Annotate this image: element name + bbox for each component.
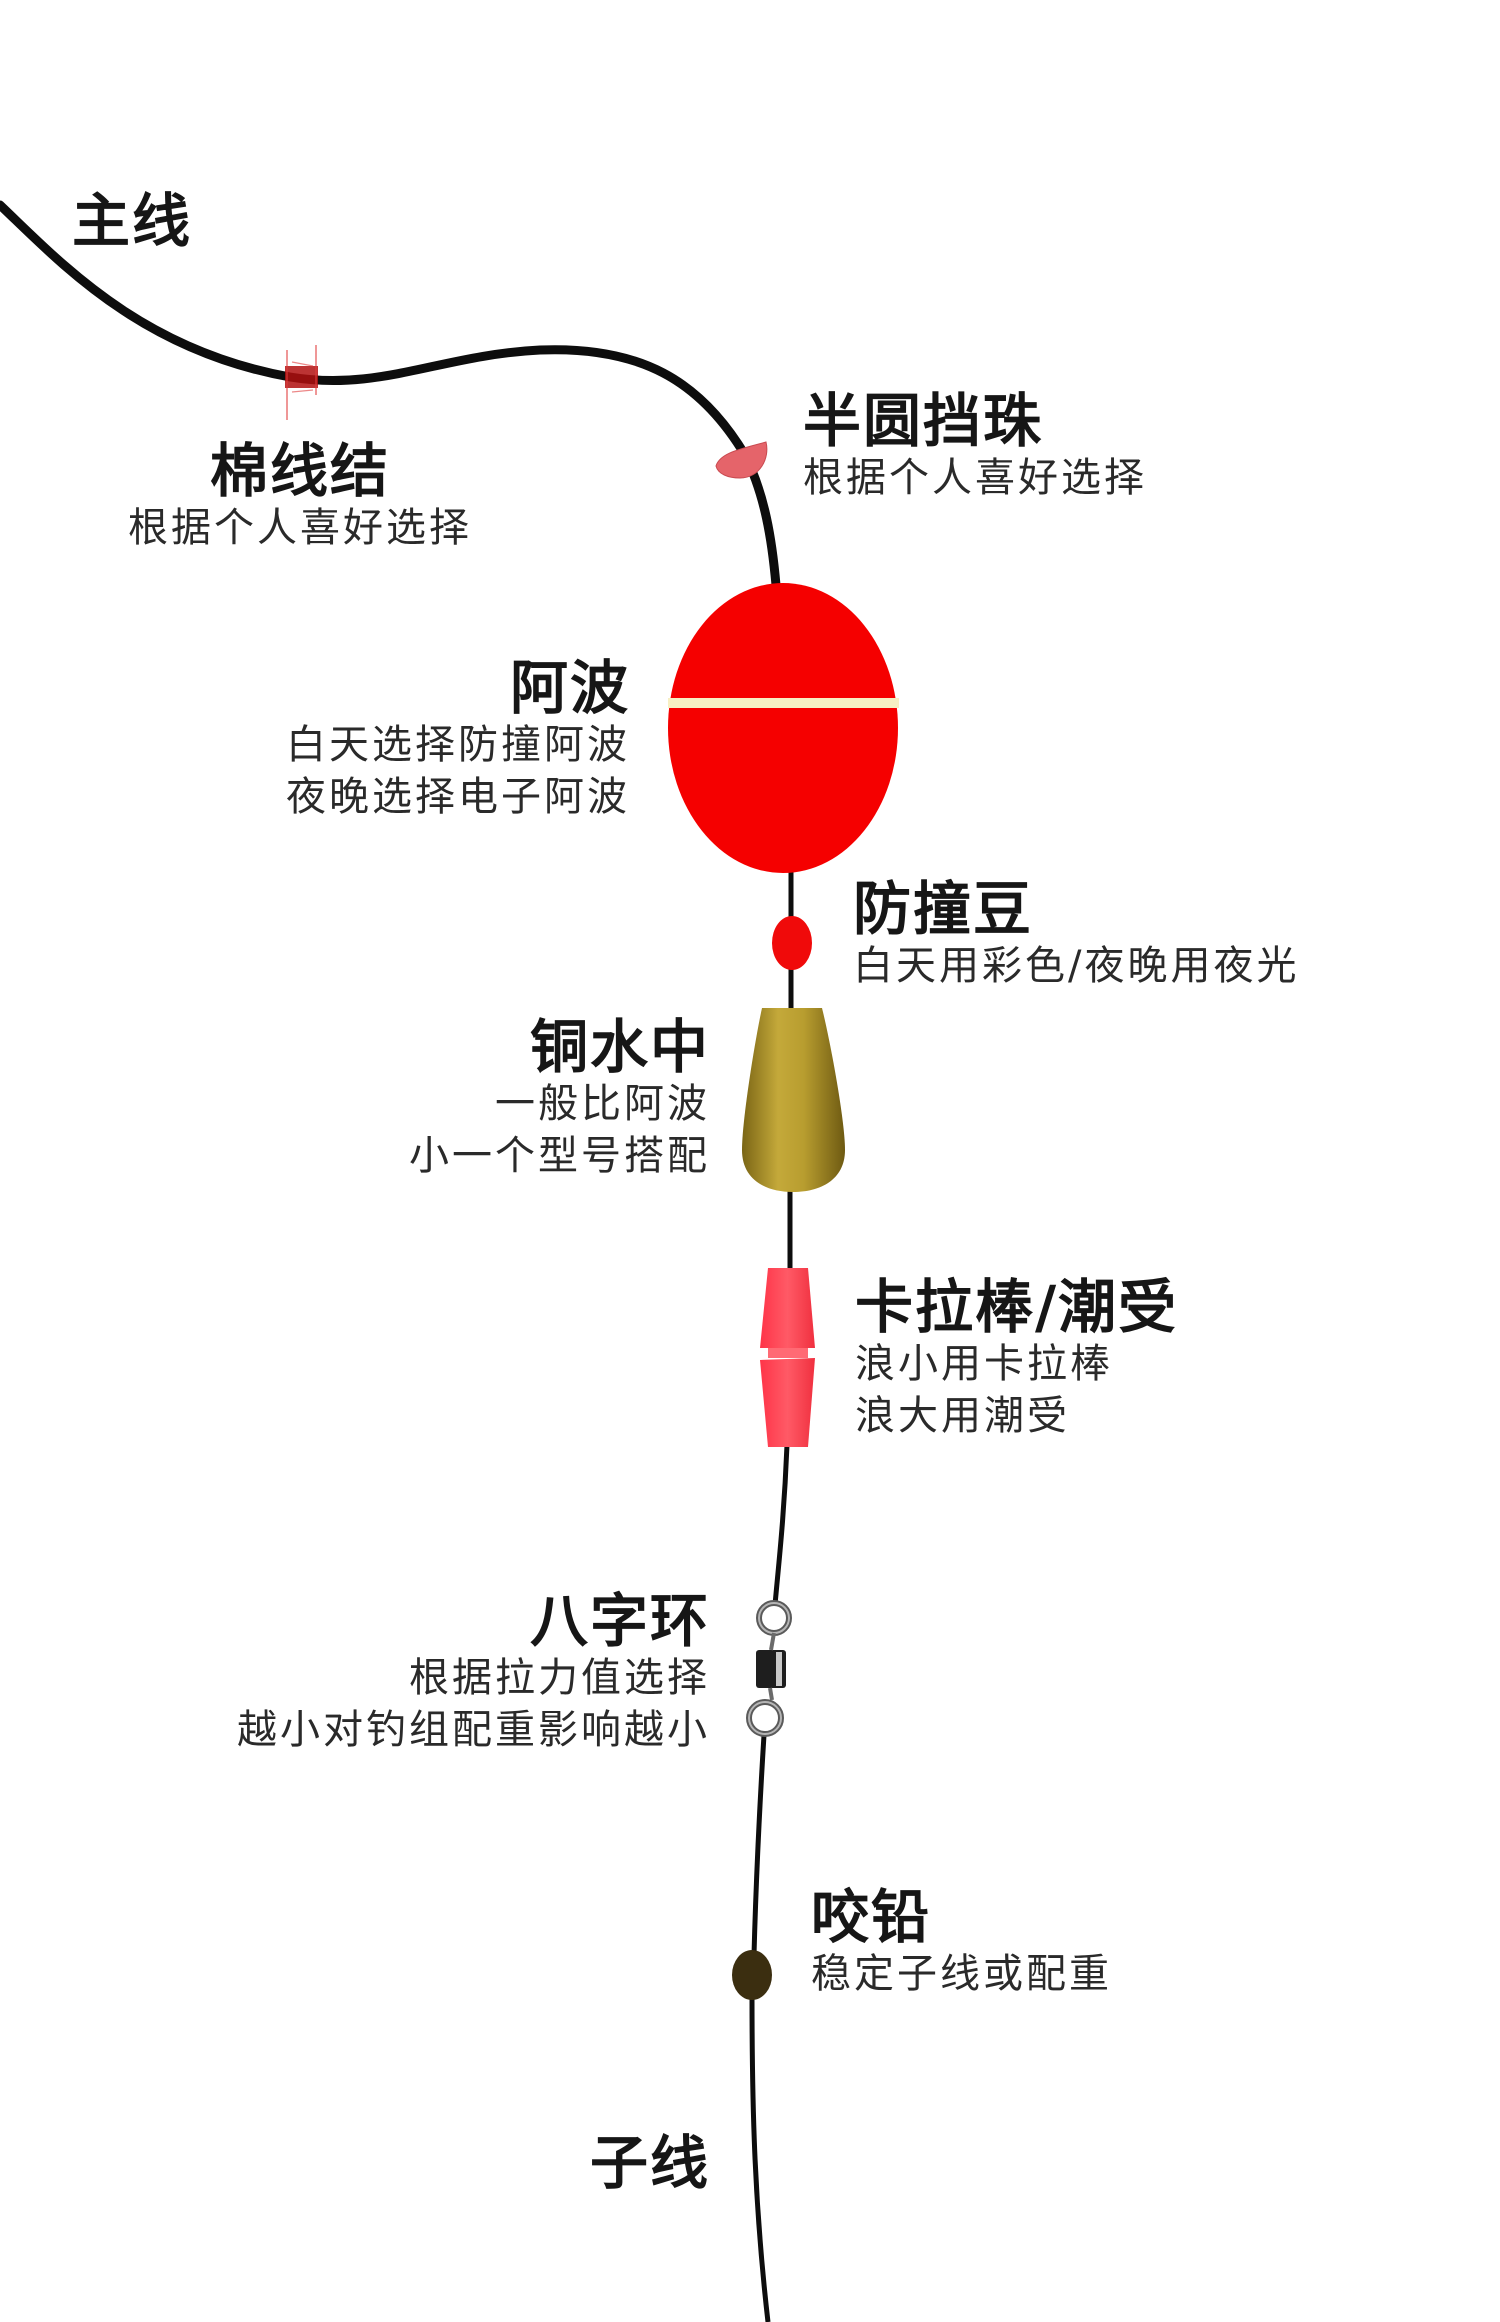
float-icon [668, 583, 899, 873]
cotton-knot-title: 棉线结 [209, 437, 390, 505]
swivel-label: 八字环 根据拉力值选择 越小对钓组配重影响越小 [100, 1590, 710, 1756]
split-shot-desc: 稳定子线或配重 [811, 1951, 1112, 1997]
half-bead-title: 半圆挡珠 [803, 387, 1044, 455]
float-desc-night: 夜晚选择电子阿波 [286, 774, 630, 820]
bumper-bead-title: 防撞豆 [853, 875, 1034, 943]
swivel-desc-2: 越小对钓组配重影响越小 [237, 1707, 710, 1753]
brass-weight-label: 铜水中 一般比阿波 小一个型号搭配 [300, 1016, 710, 1182]
bumper-bead-desc: 白天用彩色/夜晚用夜光 [853, 943, 1300, 989]
swivel-title: 八字环 [529, 1587, 710, 1655]
half-bead-label: 半圆挡珠 根据个人喜好选择 [803, 390, 1147, 504]
split-shot-title: 咬铅 [811, 1883, 932, 1951]
brass-weight-desc-1: 一般比阿波 [495, 1081, 710, 1127]
brass-weight-icon [742, 1008, 845, 1192]
main-line-title: 主线 [72, 187, 193, 255]
kara-stick-desc-1: 浪小用卡拉棒 [855, 1341, 1113, 1387]
swivel-desc-1: 根据拉力值选择 [409, 1655, 710, 1701]
brass-weight-title: 铜水中 [529, 1013, 710, 1081]
cotton-knot-label: 棉线结 根据个人喜好选择 [95, 440, 505, 554]
float-label: 阿波 白天选择防撞阿波 夜晚选择电子阿波 [200, 657, 630, 823]
kara-stick-desc-2: 浪大用潮受 [855, 1393, 1070, 1439]
swivel-icon [746, 1600, 792, 1737]
brass-weight-desc-2: 小一个型号搭配 [409, 1133, 710, 1179]
bumper-bead-label: 防撞豆 白天用彩色/夜晚用夜光 [853, 878, 1299, 992]
split-shot-label: 咬铅 稳定子线或配重 [811, 1886, 1112, 2000]
split-shot-icon [732, 1950, 772, 2000]
leader-title: 子线 [589, 2129, 710, 2197]
half-bead-desc: 根据个人喜好选择 [803, 455, 1147, 501]
cotton-knot-icon [285, 345, 318, 420]
half-bead-icon [715, 441, 768, 479]
kara-stick-icon [760, 1268, 815, 1447]
float-desc-day: 白天选择防撞阿波 [286, 722, 630, 768]
kara-stick-title: 卡拉棒/潮受 [855, 1273, 1179, 1341]
float-title: 阿波 [509, 654, 630, 722]
cotton-knot-desc: 根据个人喜好选择 [128, 505, 472, 551]
kara-stick-label: 卡拉棒/潮受 浪小用卡拉棒 浪大用潮受 [855, 1276, 1178, 1442]
bumper-bead-icon [772, 916, 812, 970]
